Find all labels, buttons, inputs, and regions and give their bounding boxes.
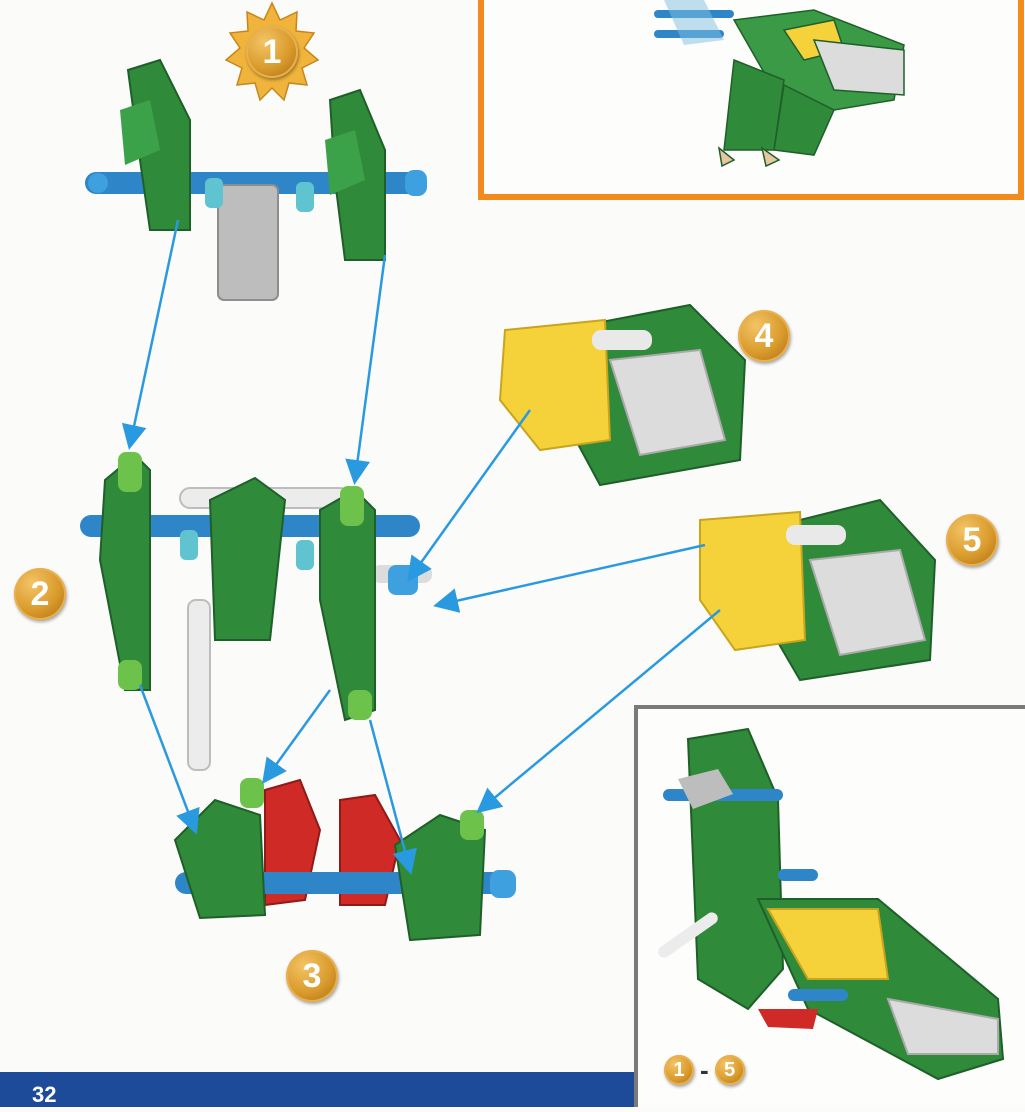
page-footer bbox=[0, 1072, 634, 1107]
arrow-4-to-2 bbox=[407, 409, 532, 583]
arrow-2-to-3-right bbox=[368, 719, 417, 875]
step-2-assembly bbox=[80, 452, 432, 771]
completed-steps-inset bbox=[634, 705, 1025, 1107]
arrow-2-to-3-middle bbox=[262, 689, 332, 785]
step-3-assembly bbox=[173, 778, 516, 942]
reference-model-inset bbox=[478, 0, 1024, 200]
assembly-arrows bbox=[121, 219, 721, 875]
step-2-badge: 2 bbox=[14, 568, 66, 620]
range-end-badge: 5 bbox=[714, 1055, 745, 1085]
assembled-leg-model bbox=[658, 727, 1005, 1081]
arrow-2-to-3-left bbox=[138, 684, 200, 835]
range-start-badge: 1 bbox=[664, 1055, 694, 1085]
step-5-badge: 5 bbox=[946, 514, 998, 566]
step-3-badge: 3 bbox=[286, 950, 338, 1002]
step-4-part bbox=[498, 303, 747, 487]
step-range-label: 1 - 5 bbox=[664, 1053, 745, 1087]
partial-dinosaur-model bbox=[654, 0, 905, 168]
page-number: 32 bbox=[32, 1082, 57, 1107]
step-1-assembly bbox=[85, 58, 427, 301]
arrow-5-to-2 bbox=[433, 543, 706, 613]
step-1-badge: 1 bbox=[246, 26, 298, 78]
range-separator: - bbox=[700, 1054, 709, 1085]
step-5-part bbox=[699, 498, 937, 682]
arrow-1-to-2-left bbox=[121, 219, 180, 450]
arrow-1-to-2-right bbox=[345, 254, 387, 485]
arrow-5-to-3 bbox=[476, 609, 721, 814]
step-4-badge: 4 bbox=[738, 310, 790, 362]
